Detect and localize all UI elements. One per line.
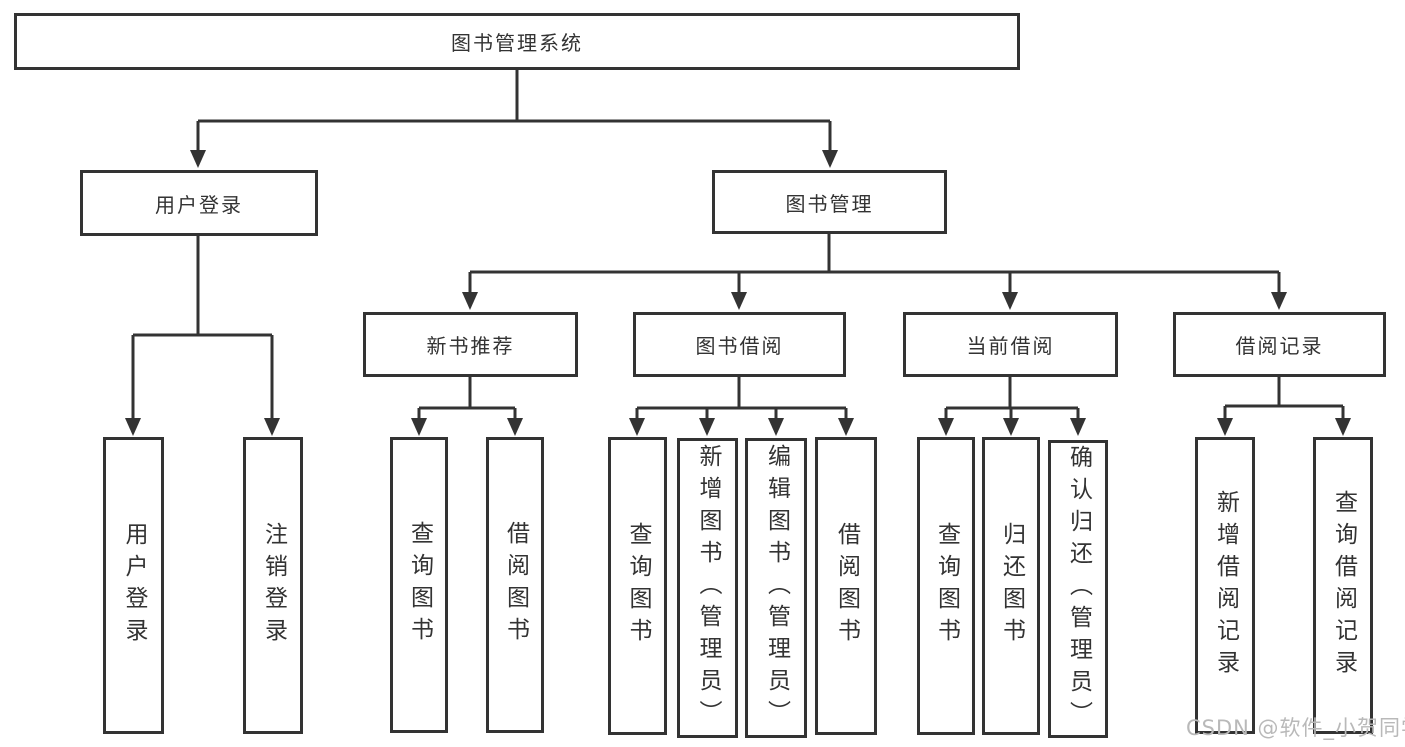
node-borrowing-records: 借阅记录	[1173, 312, 1386, 377]
arrowhead	[1002, 292, 1018, 310]
node-book-borrowing: 图书借阅	[633, 312, 846, 377]
leaf-current-query-books: 查询图书	[917, 437, 975, 735]
node-new-book-recommendation-label: 新书推荐	[426, 334, 515, 358]
arrowhead	[1271, 292, 1287, 310]
node-user-login-label: 用户登录	[155, 192, 243, 217]
leaf-newbooks-query-books-label: 查询图书	[406, 521, 433, 649]
leaf-borrow-borrow-books: 借阅图书	[815, 437, 877, 735]
leaf-current-return-books-label: 归还图书	[998, 522, 1025, 650]
arrowhead	[629, 418, 645, 436]
leaf-current-confirm-return-admin-label: 确认归还（管理员）	[1065, 445, 1092, 733]
arrowhead	[822, 150, 838, 168]
leaf-records-query-record-label: 查询借阅记录	[1330, 489, 1357, 682]
arrowhead	[411, 418, 427, 436]
node-root-label: 图书管理系统	[451, 31, 583, 55]
arrowhead	[1003, 418, 1019, 436]
leaf-newbooks-borrow-books: 借阅图书	[486, 437, 544, 733]
arrowhead	[938, 418, 954, 436]
arrowhead	[1070, 418, 1086, 436]
leaf-borrow-edit-books-admin: 编辑图书（管理员）	[745, 438, 807, 738]
node-root: 图书管理系统	[14, 13, 1020, 70]
leaf-borrow-edit-books-admin-label: 编辑图书（管理员）	[763, 444, 790, 732]
leaf-records-query-record: 查询借阅记录	[1313, 437, 1373, 734]
arrowhead	[190, 150, 206, 168]
leaf-borrow-add-books-admin-label: 新增图书（管理员）	[695, 444, 721, 732]
arrowhead	[699, 418, 715, 436]
connector-currentborrow-to-leaves	[944, 377, 1080, 420]
leaf-current-return-books: 归还图书	[982, 437, 1040, 735]
leaf-records-add-record-label: 新增借阅记录	[1212, 489, 1239, 682]
connector-bookborrow-to-leaves	[635, 377, 848, 420]
node-current-borrowing-label: 当前借阅	[966, 334, 1055, 358]
arrowhead	[1217, 418, 1233, 436]
node-user-login: 用户登录	[80, 170, 318, 236]
leaf-current-confirm-return-admin: 确认归还（管理员）	[1048, 440, 1108, 738]
leaf-newbooks-borrow-books-label: 借阅图书	[502, 521, 529, 649]
arrowhead	[264, 418, 280, 436]
arrowhead	[731, 292, 747, 310]
arrowhead	[1335, 418, 1351, 436]
leaf-borrow-borrow-books-label: 借阅图书	[833, 522, 860, 650]
leaf-logout-label: 注销登录	[260, 521, 287, 650]
connector-records-to-leaves	[1223, 377, 1345, 420]
connector-root-to-level2	[196, 70, 832, 152]
connector-userlogin-to-leaves	[131, 236, 274, 420]
leaf-logout: 注销登录	[243, 437, 303, 734]
leaf-records-add-record: 新增借阅记录	[1195, 437, 1255, 734]
leaf-newbooks-query-books: 查询图书	[390, 437, 448, 733]
leaf-user-login-label: 用户登录	[121, 521, 147, 650]
arrowhead	[125, 418, 141, 436]
arrowhead	[507, 418, 523, 436]
connector-bookmgmt-to-level3	[468, 234, 1281, 294]
leaf-borrow-query-books-label: 查询图书	[625, 522, 651, 650]
arrowhead	[462, 292, 478, 310]
leaf-borrow-query-books: 查询图书	[608, 437, 667, 735]
node-current-borrowing: 当前借阅	[903, 312, 1118, 377]
connector-newbooks-to-leaves	[417, 377, 517, 420]
leaf-user-login: 用户登录	[103, 437, 164, 734]
leaf-borrow-add-books-admin: 新增图书（管理员）	[677, 438, 738, 738]
node-borrowing-records-label: 借阅记录	[1235, 334, 1324, 358]
node-book-management: 图书管理	[712, 170, 947, 234]
arrowhead	[768, 418, 784, 436]
leaf-current-query-books-label: 查询图书	[933, 522, 960, 650]
node-book-borrowing-label: 图书借阅	[695, 334, 784, 358]
arrowhead	[838, 418, 854, 436]
node-new-book-recommendation: 新书推荐	[363, 312, 578, 377]
node-book-management-label: 图书管理	[785, 191, 874, 216]
